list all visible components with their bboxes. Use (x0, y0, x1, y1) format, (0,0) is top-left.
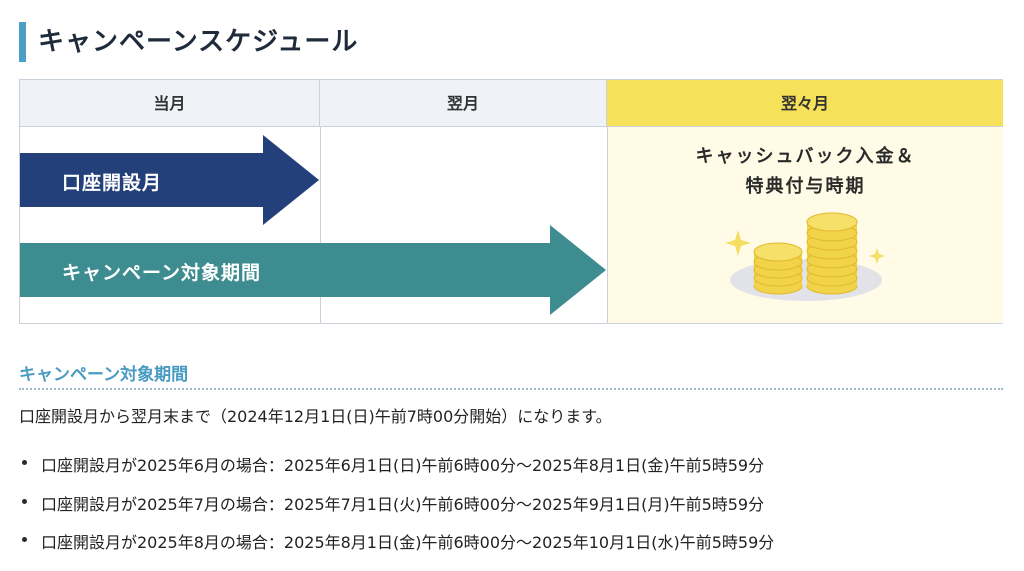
campaign-period-heading: キャンペーン対象期間 (19, 365, 189, 385)
campaign-period-description: 口座開設月から翌月末まで（2024年12月1日(日)午前7時00分開始）になりま… (19, 407, 612, 426)
schedule-table: 当月 翌月 翌々月 口座開設月 キャンペーン対象期間 キャッシュバック入金＆ 特… (19, 79, 1003, 324)
list-item: 口座開設月が2025年8月の場合：2025年8月1日(金)午前6時00分〜202… (19, 529, 774, 568)
coins-icon (725, 212, 885, 301)
list-item-text: 口座開設月が2025年8月の場合：2025年8月1日(金)午前6時00分〜202… (41, 533, 775, 552)
list-item-text: 口座開設月が2025年6月の場合：2025年6月1日(日)午前6時00分〜202… (41, 456, 765, 475)
title-accent-bar (19, 22, 26, 62)
bullet-icon (22, 537, 27, 542)
cashback-text: キャッシュバック入金＆ 特典付与時期 (608, 142, 1003, 202)
column-divider (607, 127, 608, 323)
header-month-after-next: 翌々月 (607, 80, 1003, 127)
cashback-line2: 特典付与時期 (745, 176, 866, 197)
list-item-text: 口座開設月が2025年7月の場合：2025年7月1日(火)午前6時00分〜202… (41, 494, 765, 514)
header-next-month: 翌月 (320, 80, 607, 127)
account-opening-arrow-label: 口座開設月 (62, 172, 163, 194)
header-current-month: 当月 (20, 80, 320, 127)
bullet-icon (22, 498, 27, 504)
list-item: 口座開設月が2025年6月の場合：2025年6月1日(日)午前6時00分〜202… (19, 452, 774, 491)
bullet-icon (22, 460, 27, 465)
campaign-period-arrow-label: キャンペーン対象期間 (62, 262, 262, 284)
campaign-period-list: 口座開設月が2025年6月の場合：2025年6月1日(日)午前6時00分〜202… (19, 452, 774, 568)
page-title: キャンペーンスケジュール (38, 27, 359, 57)
account-opening-arrow (20, 135, 319, 225)
section-divider (19, 388, 1003, 390)
column-divider (320, 127, 321, 323)
cashback-line1: キャッシュバック入金＆ (695, 146, 916, 167)
campaign-period-arrow (20, 225, 606, 315)
list-item: 口座開設月が2025年7月の場合：2025年7月1日(火)午前6時00分〜202… (19, 491, 774, 530)
